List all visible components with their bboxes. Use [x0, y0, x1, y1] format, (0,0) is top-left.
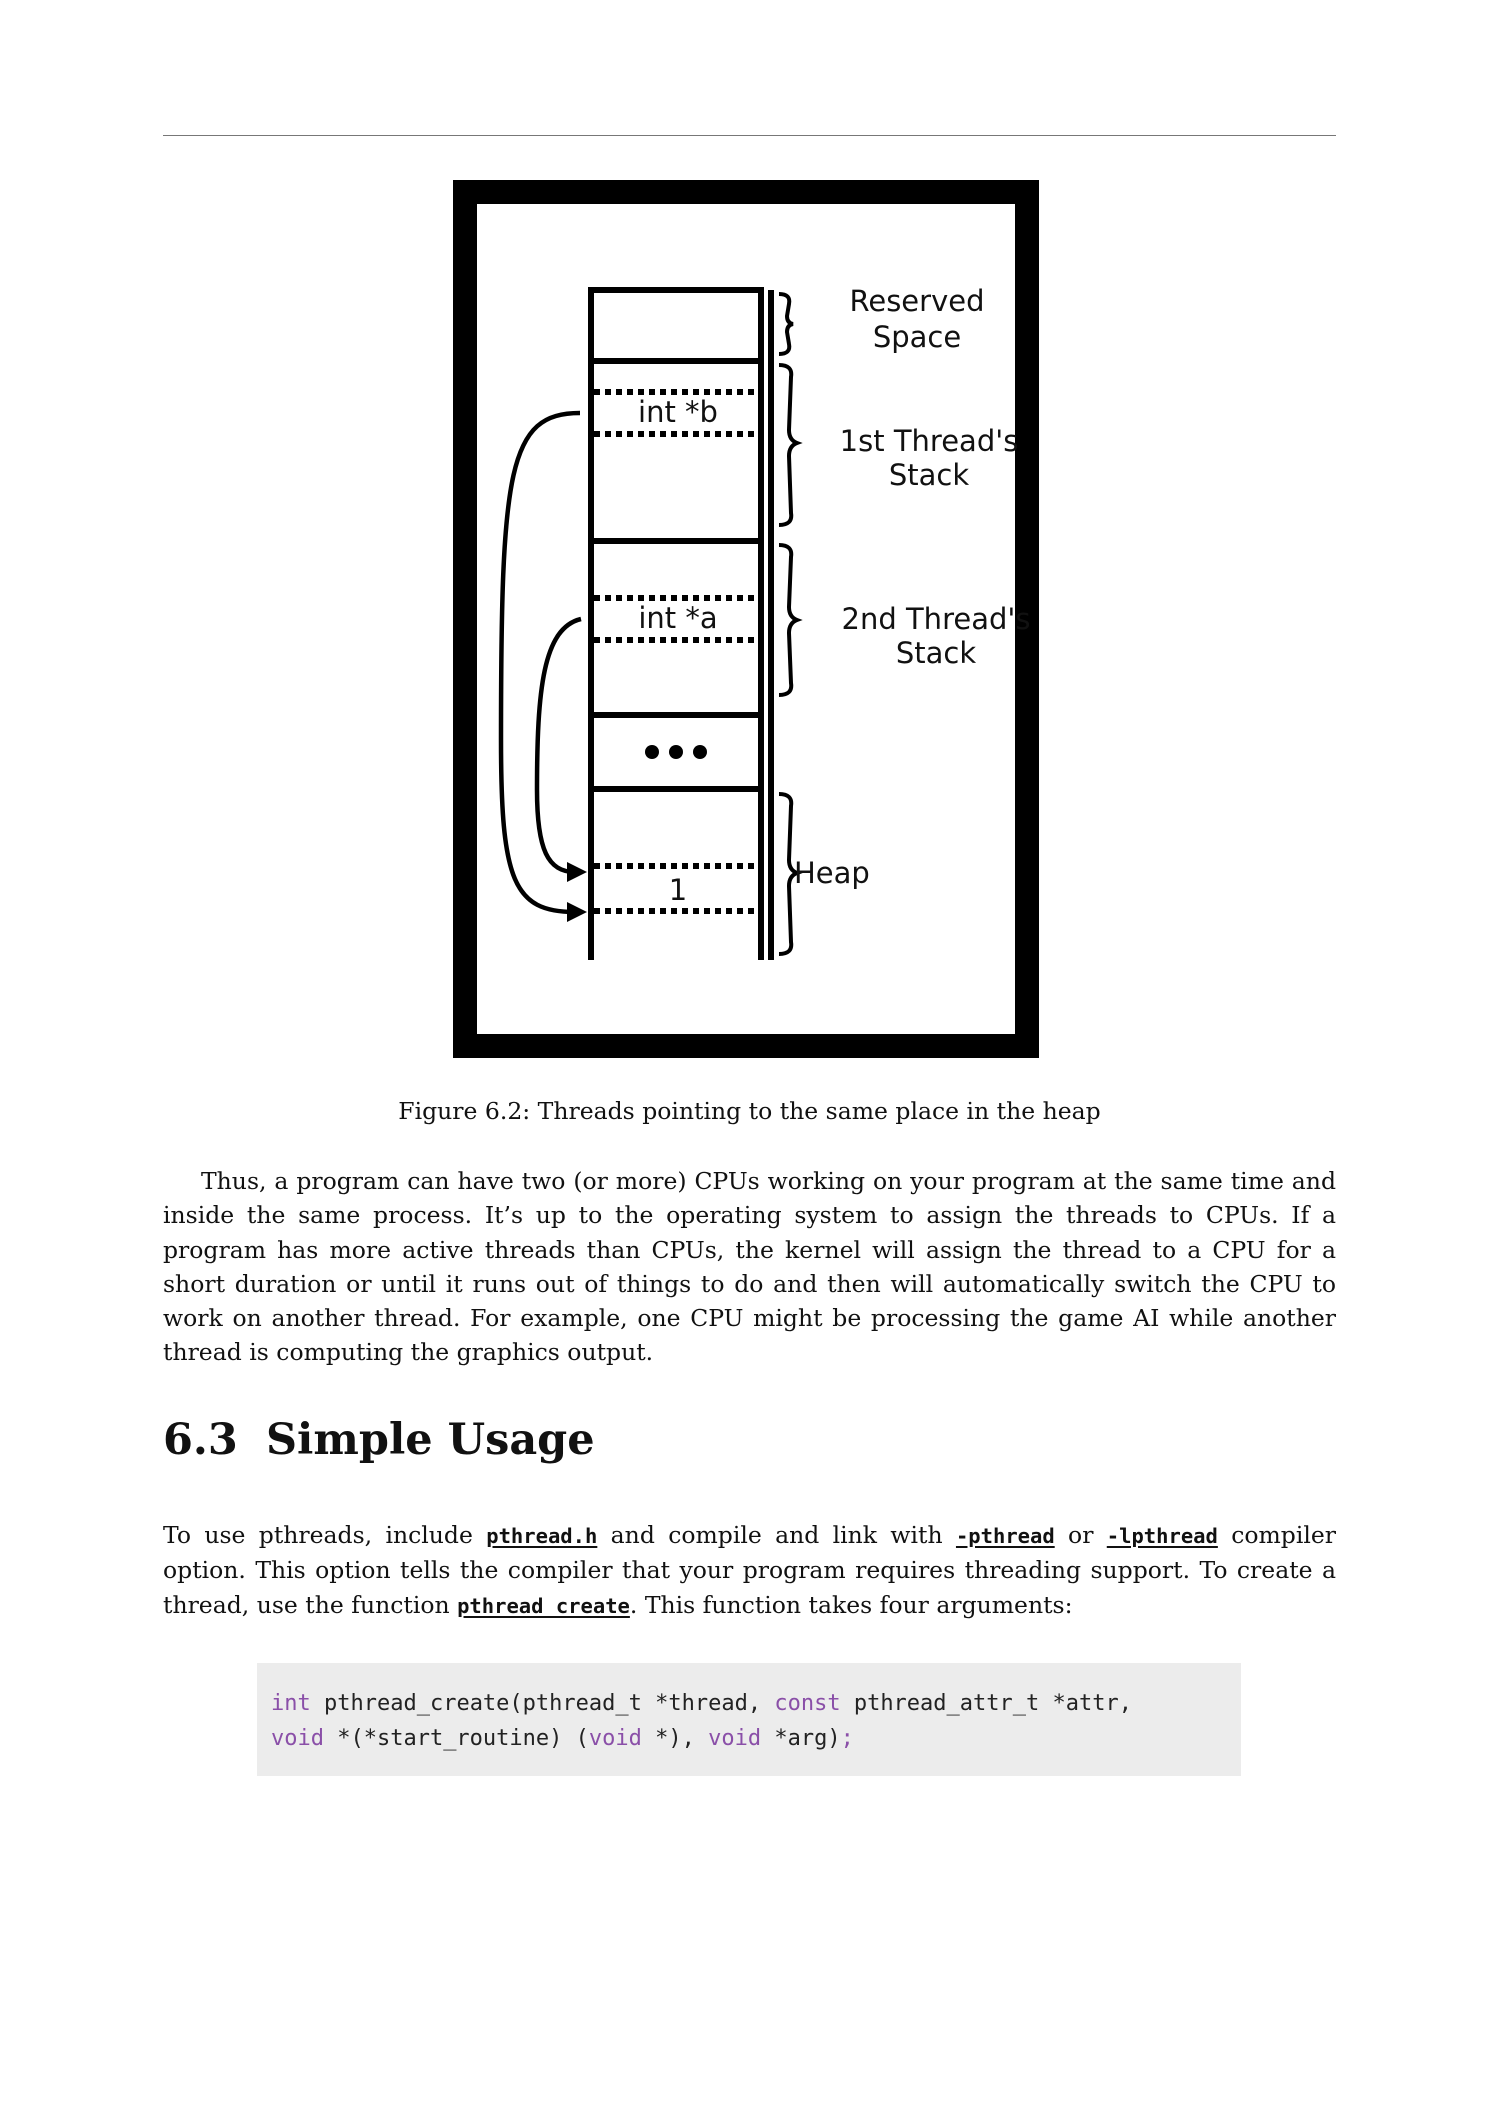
section-heading: 6.3 Simple Usage [163, 1412, 595, 1468]
code-keyword: void [708, 1726, 762, 1751]
usage-paragraph: To use pthreads, include pthread.h and c… [163, 1518, 1336, 1623]
figure-caption: Figure 6.2: Threads pointing to the same… [398, 1097, 1101, 1125]
code-text: *(*start_routine) ( [323, 1726, 589, 1751]
second-stack-label-line1: 2nd Thread's [842, 602, 1031, 636]
code-keyword: ; [840, 1726, 854, 1751]
code-text: pthread_create(pthread_t *thread, [310, 1691, 775, 1716]
text-run: and compile and link with [597, 1521, 956, 1549]
region-braces [778, 292, 803, 956]
code-text: *arg) [761, 1726, 841, 1751]
code-line-2: void *(*start_routine) (void *), void *a… [271, 1721, 1241, 1756]
second-stack-label-line2: Stack [896, 636, 976, 670]
header-rule [163, 135, 1336, 136]
pointer-arrows [498, 410, 587, 922]
body-paragraph: Thus, a program can have two (or more) C… [163, 1167, 1336, 1367]
reserved-label-line1: Reserved [850, 284, 985, 318]
heap-label: Heap [794, 856, 870, 890]
inline-code-flag-pthread: -pthread [955, 1524, 1055, 1548]
int-b-label: int *b [638, 395, 718, 429]
text-run: or [1054, 1521, 1107, 1549]
first-stack-label-line1: 1st Thread's [840, 424, 1019, 458]
dotted-slots [594, 389, 761, 914]
code-keyword: const [774, 1691, 841, 1716]
section-title: Simple Usage [266, 1415, 595, 1465]
int-a-label: int *a [638, 601, 717, 635]
first-stack-label-line2: Stack [889, 458, 969, 492]
code-text: *), [641, 1726, 709, 1751]
code-text: pthread_attr_t *attr, [840, 1691, 1132, 1716]
text-run: . This function takes four arguments: [629, 1590, 1073, 1619]
heap-value-label: 1 [669, 873, 687, 907]
inline-code-header: pthread.h [486, 1524, 598, 1548]
memory-column [588, 287, 774, 960]
figure-frame [453, 180, 1039, 1058]
code-keyword: void [271, 1726, 324, 1751]
memory-layout-figure: Reserved Space 1st Thread's Stack 2nd Th… [453, 180, 1039, 1058]
inline-code-flag-lpthread: -lpthread [1106, 1524, 1218, 1548]
code-line-1: int pthread_create(pthread_t *thread, co… [271, 1686, 1241, 1721]
text-run: To use pthreads, include [163, 1521, 487, 1549]
code-keyword: int [271, 1691, 311, 1716]
code-block: int pthread_create(pthread_t *thread, co… [257, 1663, 1241, 1776]
reserved-label-line2: Space [873, 320, 961, 354]
text-run: compiler option. This option tells the c… [163, 1521, 1337, 1619]
section-number: 6.3 [163, 1415, 238, 1465]
inline-code-function: pthread_create [457, 1593, 630, 1618]
ellipsis-dots [645, 745, 707, 759]
code-keyword: void [588, 1726, 642, 1751]
